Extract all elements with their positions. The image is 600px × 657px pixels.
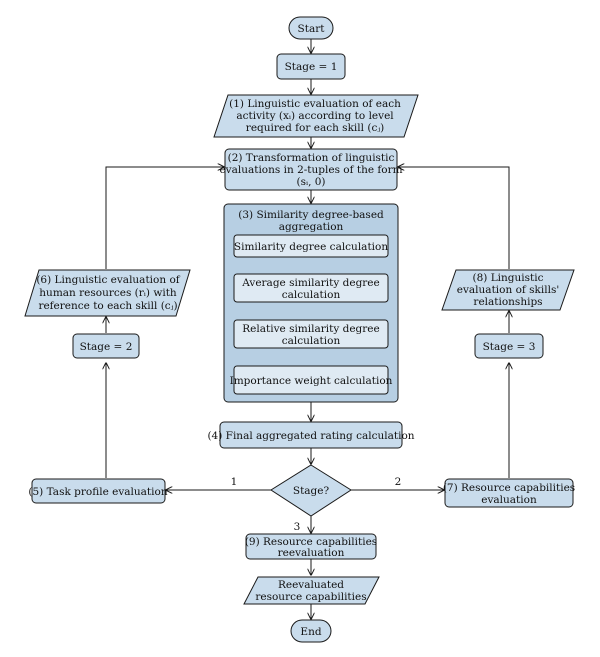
n1-line1: (1) Linguistic evaluation of each: [229, 98, 401, 110]
n5-label: (5) Task profile evaluation: [28, 486, 167, 498]
avg-line2: calculation: [282, 289, 341, 301]
n1-line2: activity (xᵢ) according to level: [236, 110, 394, 122]
edge-n6-n2: [105, 167, 224, 269]
n6-line1: (6) Linguistic evaluation of: [36, 274, 180, 286]
n4-label: (4) Final aggregated rating calculation: [207, 430, 414, 442]
transformation-2-tuples-node: (2) Transformation of linguistic evaluat…: [219, 148, 403, 191]
relative-similarity-node: Relative similarity degree calculation: [233, 319, 389, 349]
start-node: Start: [288, 16, 334, 40]
n6-line2: human resources (rᵢ) with: [39, 287, 177, 299]
n7-line1: (7) Resource capabilities: [443, 482, 575, 494]
n8-line2: evaluation of skills': [457, 284, 559, 296]
end-node: End: [290, 619, 332, 643]
reevaluated-resource-capabilities-node: Reevaluated resource capabilities: [243, 576, 380, 605]
stage2-label: Stage = 2: [80, 341, 133, 353]
decision-label: Stage?: [293, 485, 330, 497]
task-profile-evaluation-node: (5) Task profile evaluation: [28, 478, 168, 504]
end-label: End: [300, 626, 321, 638]
n1-line3: required for each skill (cⱼ): [246, 122, 384, 134]
n7-line2: evaluation: [481, 494, 537, 506]
n3-line1: (3) Similarity degree-based: [238, 209, 384, 221]
linguistic-evaluation-human-resources-node: (6) Linguistic evaluation of human resou…: [24, 269, 191, 317]
n8-line1: (8) Linguistic: [473, 272, 544, 284]
stage3-node: Stage = 3: [474, 333, 544, 359]
edge-n8-n2: [398, 167, 510, 269]
resource-capabilities-reevaluation-node: (9) Resource capabilities reevaluation: [245, 533, 377, 560]
out-line2: resource capabilities: [255, 591, 366, 603]
n2-line1: (2) Transformation of linguistic: [228, 152, 395, 164]
edge-label-3: 3: [294, 521, 301, 533]
edge-label-2: 2: [395, 476, 402, 488]
start-label: Start: [298, 23, 326, 35]
n3-line2: aggregation: [279, 221, 344, 233]
imp-label: Importance weight calculation: [230, 375, 393, 387]
stage-decision-node: Stage?: [270, 464, 352, 517]
stage2-node: Stage = 2: [72, 333, 140, 359]
importance-weight-node: Importance weight calculation: [230, 365, 393, 395]
rel-line2: calculation: [282, 335, 341, 347]
edge-label-1: 1: [231, 476, 238, 488]
avg-line1: Average similarity degree: [241, 277, 380, 289]
n2-line3: (sᵢ, 0): [296, 176, 325, 188]
rel-line1: Relative similarity degree: [242, 323, 379, 335]
n9-line1: (9) Resource capabilities: [245, 536, 377, 548]
linguistic-evaluation-activity-node: (1) Linguistic evaluation of each activi…: [213, 94, 419, 138]
n8-line3: relationships: [473, 296, 542, 308]
average-similarity-node: Average similarity degree calculation: [233, 273, 389, 303]
similarity-degree-node: Similarity degree calculation: [233, 234, 389, 258]
stage1-node: Stage = 1: [276, 53, 346, 80]
stage1-label: Stage = 1: [285, 61, 338, 73]
n9-line2: reevaluation: [278, 547, 345, 559]
stage3-label: Stage = 3: [483, 341, 536, 353]
out-line1: Reevaluated: [278, 579, 344, 591]
resource-capabilities-evaluation-node: (7) Resource capabilities evaluation: [443, 478, 575, 508]
n6-line3: reference to each skill (cⱼ): [38, 300, 177, 312]
sim-label: Similarity degree calculation: [234, 241, 388, 253]
final-aggregated-rating-node: (4) Final aggregated rating calculation: [207, 421, 415, 449]
linguistic-evaluation-skills-relationships-node: (8) Linguistic evaluation of skills' rel…: [441, 269, 575, 311]
n2-line2: evaluations in 2-tuples of the form: [219, 164, 402, 176]
